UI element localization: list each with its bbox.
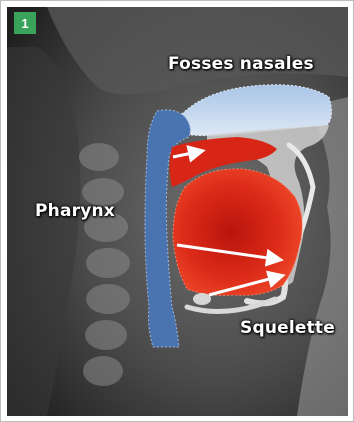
- label-squelette: Squelette: [240, 318, 335, 338]
- tongue: [173, 169, 302, 296]
- hyoid-bone: [193, 293, 211, 305]
- label-fosses-nasales: Fosses nasales: [168, 54, 314, 74]
- figure-number-badge: 1: [14, 12, 36, 34]
- label-pharynx: Pharynx: [35, 201, 115, 221]
